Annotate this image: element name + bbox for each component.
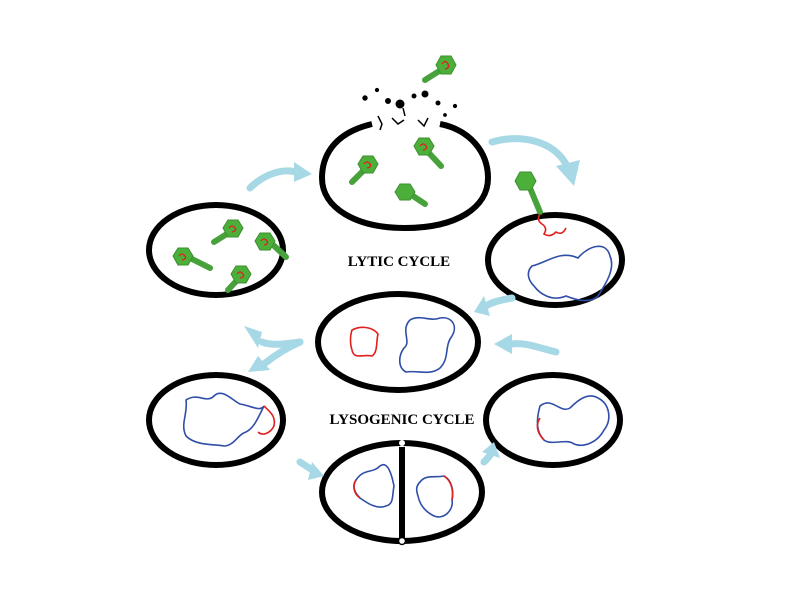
cell-integrated-left	[146, 372, 286, 468]
arrow-right-to-center	[474, 294, 516, 316]
phage-top-3	[394, 183, 428, 207]
daughter-chromosome-right	[415, 475, 454, 518]
arrow-left-to-top	[246, 162, 312, 192]
integrated-chromosome-left	[182, 392, 276, 447]
prophage-dna-free	[349, 326, 379, 357]
arrow-top-to-right	[488, 135, 580, 186]
phage-left-3	[172, 247, 213, 271]
cell-injection	[485, 212, 625, 308]
cell-center-prophage	[315, 291, 481, 393]
phage-left-1	[211, 219, 244, 245]
dividing-cell	[319, 440, 485, 546]
phage-escaping	[422, 55, 457, 83]
arrow-left-to-dividing	[296, 458, 324, 480]
lysing-cell	[318, 121, 492, 232]
cell-debris	[362, 87, 458, 131]
arrow-right-to-center-lower	[494, 334, 560, 356]
phage-left-2	[254, 232, 289, 260]
bacterial-chromosome-injection	[527, 245, 613, 302]
arrow-center-split	[244, 326, 304, 372]
lysogenic-cycle-label: LYSOGENIC CYCLE	[330, 412, 475, 428]
arrow-dividing-to-right	[480, 442, 500, 466]
bacterial-chromosome-center	[398, 316, 456, 374]
lytic-cycle-label: LYTIC CYCLE	[348, 254, 450, 270]
cell-integrated-right	[483, 372, 623, 468]
phage-top-2	[413, 137, 444, 169]
phage-top-1	[349, 155, 379, 185]
phage-injecting	[514, 171, 567, 237]
integrated-chromosome-right	[536, 395, 610, 446]
phage-left-4	[225, 265, 252, 293]
daughter-chromosome-left	[353, 463, 395, 508]
